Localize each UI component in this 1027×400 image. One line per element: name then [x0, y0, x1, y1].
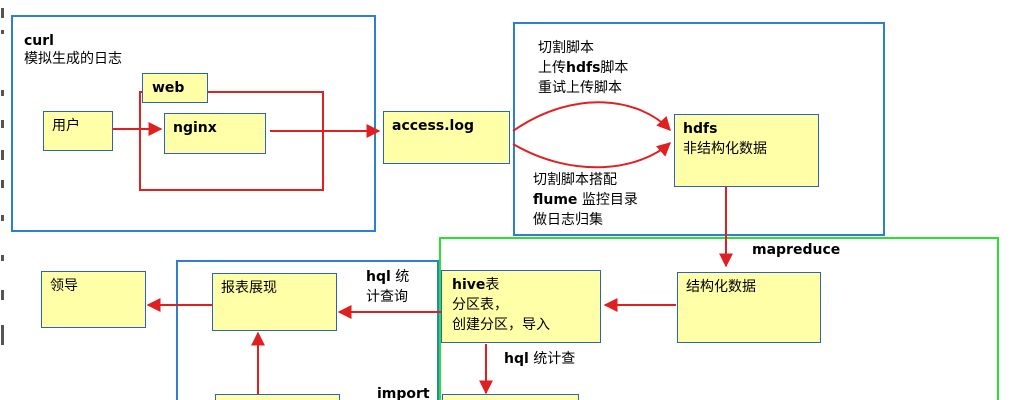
report-box: 报表展现: [212, 273, 337, 331]
bottom-right-box: [442, 394, 579, 400]
structured-data-box: 结构化数据: [677, 272, 821, 343]
leader-box: 领导: [41, 271, 146, 328]
hive-frame: [439, 237, 999, 400]
edge-strip: [0, 0, 6, 400]
hql-stat-label: hql 统计查: [504, 351, 576, 367]
upload-script-label: 切割脚本 上传hdfs脚本 重试上传脚本: [538, 40, 629, 96]
flume-label: 切割脚本搭配 flume 监控目录 做日志归集: [533, 172, 638, 228]
nginx-box: nginx: [164, 113, 266, 154]
mapreduce-label: mapreduce: [752, 242, 841, 258]
user-box: 用户: [43, 111, 113, 151]
curl-subtitle: 模拟生成的日志: [24, 51, 122, 67]
report-frame: [176, 260, 439, 400]
curl-title: curl: [24, 33, 54, 49]
import-label: import: [377, 386, 430, 400]
hql-query-label: hql 统 计查询: [366, 269, 410, 305]
web-box: web: [142, 73, 208, 103]
curl-frame: [11, 15, 376, 232]
hdfs-box: hdfs 非结构化数据: [674, 114, 819, 187]
hive-box: hive表 分区表， 创建分区，导入: [441, 270, 601, 343]
access-log-box: access.log: [383, 111, 510, 164]
bottom-left-box: [215, 394, 340, 400]
